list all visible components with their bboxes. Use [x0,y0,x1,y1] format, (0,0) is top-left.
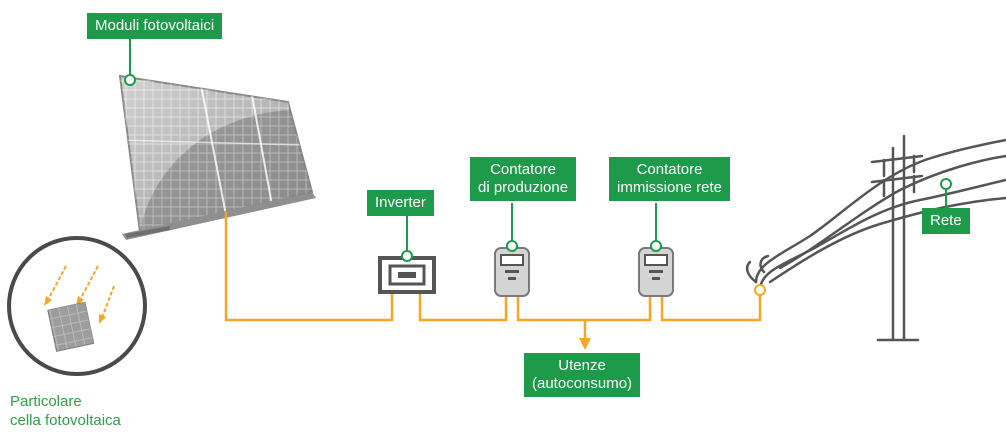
solar-panel [118,38,316,240]
cell-detail-caption-line-1: Particolare [10,393,82,410]
users-label: Utenze (autoconsumo) [524,353,641,397]
cell-detail [7,236,147,376]
cell-detail-caption-line-2: cella fotovoltaica [10,412,121,429]
grid-meter-label-line-1: Contatore [636,161,703,178]
modules-marker [124,74,136,86]
utility-pole [745,134,1006,342]
grid-meter-label-line-2: immissione rete [617,179,723,196]
production-meter-label-line-1: Contatore [490,161,556,178]
grid-meter-device [638,203,674,297]
cell-detail-caption: Particolare cella fotovoltaica [10,392,121,430]
inverter-device [378,215,436,294]
cables [224,212,762,340]
grid-label: Rete [922,208,970,234]
modules-label: Moduli fotovoltaici [87,13,223,39]
production-meter-label-line-2: di produzione [478,179,569,196]
production-meter-device [494,203,530,297]
grid-meter-label: Contatore immissione rete [609,157,731,201]
users-label-line-2: (autoconsumo) [532,375,633,392]
inverter-label: Inverter [367,190,434,216]
users-label-line-1: Utenze [558,357,606,374]
production-meter-label: Contatore di produzione [470,157,577,201]
users-arrow-icon [579,338,591,350]
